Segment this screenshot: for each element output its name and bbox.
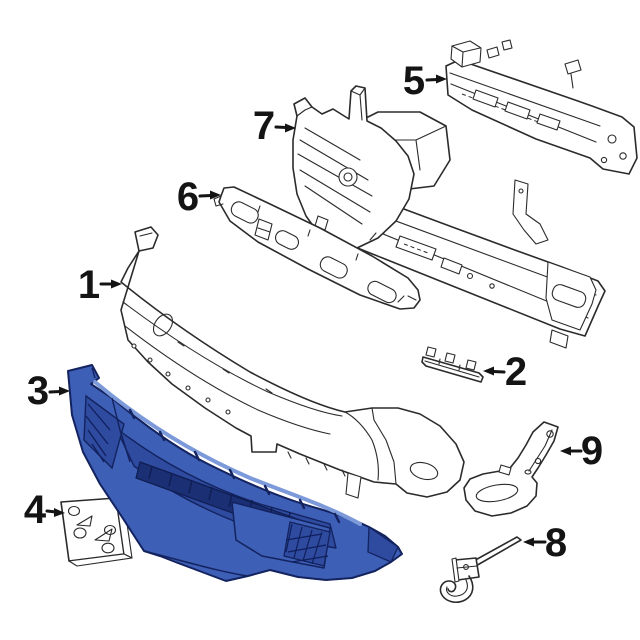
callout-8-label: 8 [545,521,567,565]
callout-6-label: 6 [177,175,199,219]
callout-1: 1 [78,263,122,307]
callout-9: 9 [560,429,603,473]
part-4-drawing [60,497,133,567]
callout-2-arrow-line [491,370,506,374]
callout-3-arrow-line [48,390,62,394]
part-5-drawing [445,39,638,175]
callout-3: 3 [27,369,70,413]
callout-5-label: 5 [403,59,425,103]
callout-4-label: 4 [24,488,47,532]
callout-8-arrow-head [523,537,534,547]
part-2-drawing [421,346,484,383]
part-6-drawing [213,186,421,310]
callout-2-arrow-head [483,366,494,376]
callout-2-label: 2 [505,350,527,394]
callout-5-arrow-line [425,78,439,82]
callout-6-arrow-line [198,194,213,198]
callout-1-label: 1 [78,263,100,307]
callout-4: 4 [24,488,65,532]
callout-7-arrow-head [285,123,296,133]
callout-7: 7 [253,104,296,148]
callout-3-arrow-head [59,386,70,396]
callout-1-arrow-head [111,279,122,289]
part-3-drawing-highlighted [67,364,403,582]
callout-8: 8 [523,521,567,565]
callout-7-label: 7 [253,104,275,148]
callout-4-arrow-head [54,508,65,517]
callout-6: 6 [177,175,221,219]
callout-9-arrow-head [560,446,571,456]
part-8-drawing [439,536,522,603]
callout-3-label: 3 [27,369,49,413]
callout-9-label: 9 [581,429,603,473]
part-9-drawing [463,421,559,517]
callout-7-arrow-line [274,125,288,129]
callout-5: 5 [403,59,447,103]
callout-5-arrow-head [436,74,447,84]
part-1-drawing [120,226,465,499]
callout-2: 2 [483,350,527,394]
callout-6-arrow-head [210,190,221,200]
part-7-drawing [292,85,415,249]
